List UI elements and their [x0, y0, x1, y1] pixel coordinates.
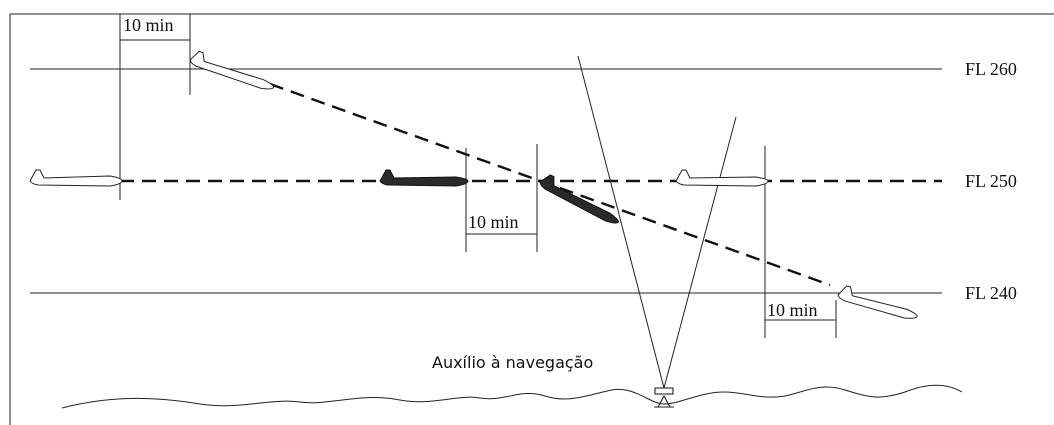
navaid-label: Auxílio à navegação: [432, 353, 593, 372]
aircraft-icon: [29, 169, 123, 187]
aircraft-icon: [539, 174, 619, 224]
fl250-label: FL 250: [965, 171, 1017, 191]
aircraft-icon: [189, 50, 275, 90]
navaid-cone: [577, 55, 737, 389]
interval-marker-middle: 10 min: [465, 144, 538, 252]
aircraft-icon: [675, 169, 769, 187]
fl240-label: FL 240: [965, 283, 1017, 303]
interval-label-middle: 10 min: [468, 212, 519, 232]
interval-marker-top: 10 min: [119, 14, 191, 200]
interval-label-bottom: 10 min: [767, 300, 818, 320]
fl260-label: FL 260: [965, 59, 1017, 79]
interval-marker-bottom: 10 min: [764, 146, 837, 338]
interval-label-top: 10 min: [123, 15, 174, 35]
aircraft-icon: [837, 285, 918, 319]
terrain-line: [61, 384, 963, 409]
aircraft-icon: [379, 169, 469, 187]
